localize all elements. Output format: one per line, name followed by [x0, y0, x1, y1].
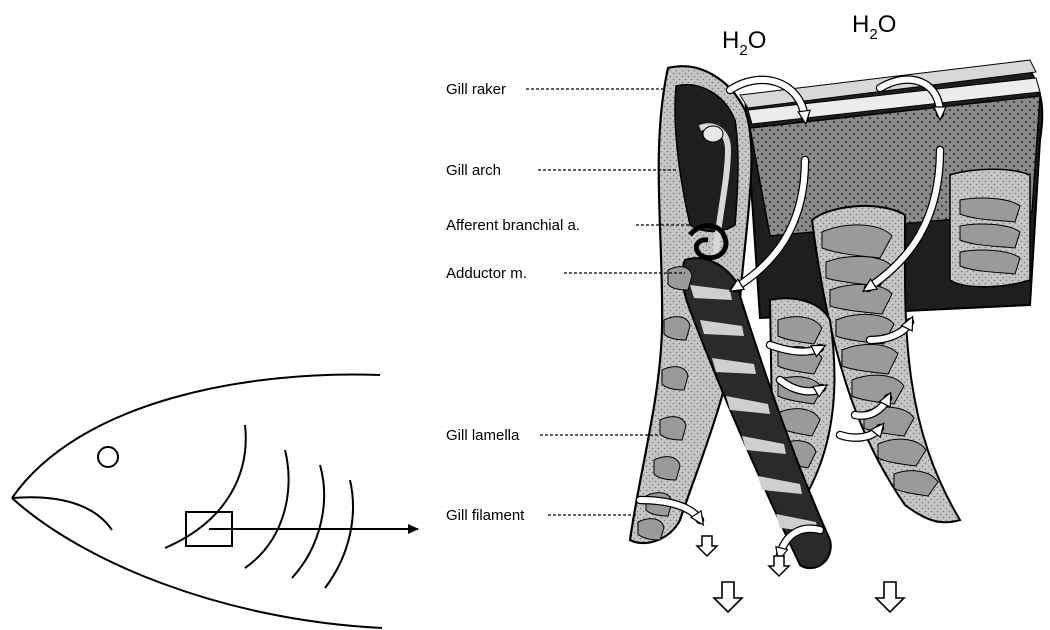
gill-slit-3 — [292, 465, 324, 578]
label-afferent-branchial: Afferent branchial a. — [446, 217, 580, 234]
fish-head-outline — [12, 374, 418, 628]
label-gill-lamella: Gill lamella — [446, 427, 520, 444]
down-arrow-large-2 — [876, 582, 904, 612]
label-gill-arch: Gill arch — [446, 162, 501, 179]
label-gill-raker: Gill raker — [446, 81, 506, 98]
down-arrow-2 — [769, 556, 789, 576]
gill-slit-2 — [245, 450, 289, 568]
down-arrow-1 — [697, 536, 717, 556]
label-adductor: Adductor m. — [446, 265, 527, 282]
label-gill-filament: Gill filament — [446, 507, 525, 524]
gill-slit-4 — [325, 480, 353, 588]
water-label-left: H2O — [722, 27, 766, 59]
fish-eye — [98, 447, 118, 467]
water-label-right: H2O — [852, 11, 896, 43]
down-arrow-large-1 — [714, 582, 742, 612]
